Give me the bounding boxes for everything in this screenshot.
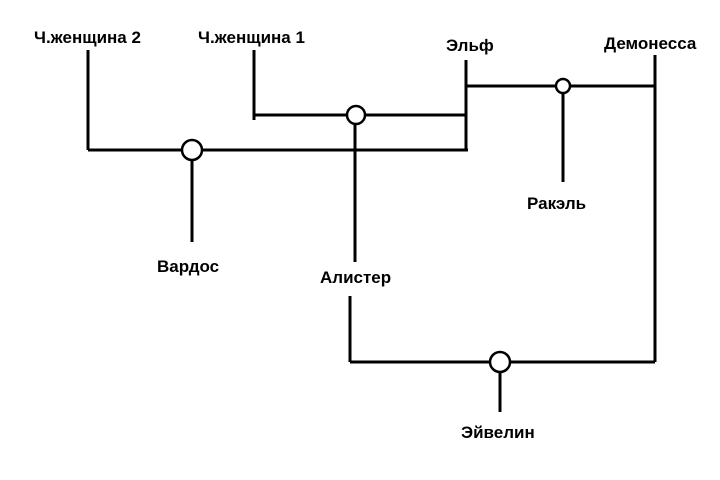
label-human-woman-2: Ч.женщина 2 <box>34 28 141 47</box>
union-knot-vardos <box>180 138 204 162</box>
label-elf: Эльф <box>446 36 494 55</box>
label-rakel: Ракэль <box>527 194 587 213</box>
label-alister: Алистер <box>320 268 392 287</box>
union-knot-alister <box>345 104 367 126</box>
label-demoness: Демонесса <box>604 34 697 53</box>
label-vardos: Вардос <box>157 257 220 276</box>
label-eyvelin: Эйвелин <box>461 423 535 442</box>
union-knot-eyvelin <box>488 350 512 374</box>
label-human-woman-1: Ч.женщина 1 <box>198 28 305 47</box>
union-knot-rakel <box>554 77 572 95</box>
